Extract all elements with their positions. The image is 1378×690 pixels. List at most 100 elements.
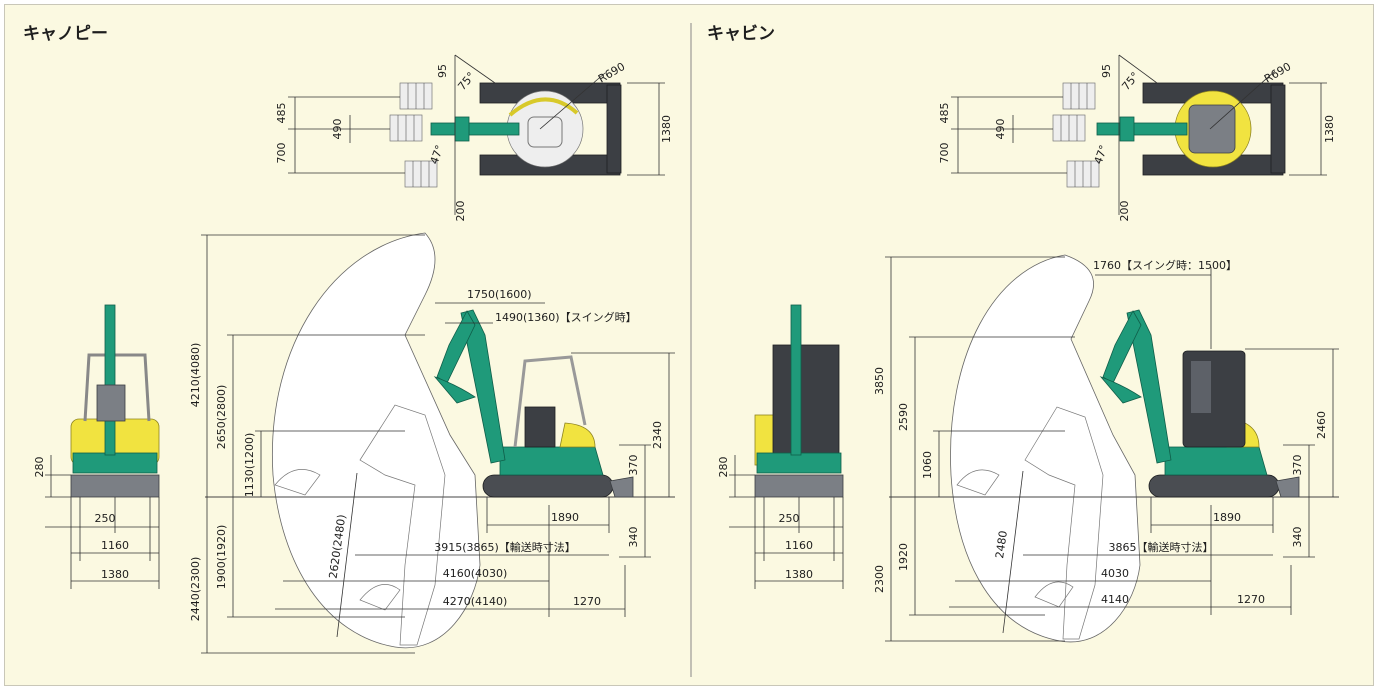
top-bucket-middle [389,114,423,142]
front-seat [96,384,126,422]
top-blade [1270,84,1286,174]
front-dim-280: 280 [717,457,730,478]
side-dim-1130: 1130(1200) [243,433,256,498]
top-angle-47: 47° [428,143,447,166]
side-dim-4030: 4030 [1101,567,1129,580]
front-dim-250: 250 [779,512,800,525]
top-bucket-lower [404,160,438,188]
top-cabin-roof [1188,104,1236,154]
top-dim-1380: 1380 [1323,115,1336,143]
side-dim-370: 370 [1291,455,1304,476]
top-boom-cylinder [454,116,470,142]
top-bucket-upper [1062,82,1096,110]
side-dim-1270: 1270 [1237,593,1265,606]
front-canopy-frame [83,353,151,422]
side-dim-1060: 1060 [921,451,934,479]
side-dim-1920: 1920 [897,543,910,571]
side-working-range [950,254,1141,643]
cabin-top-view: 95 485 490 700 200 1380 75° 47° R690 [938,54,1336,222]
side-canopy-frame [513,355,587,448]
top-dim-200: 200 [454,201,467,222]
side-body-green [499,446,604,476]
top-dim-95: 95 [436,64,449,78]
side-dim-340: 340 [1291,527,1304,548]
side-ghost-bucket-low [1034,581,1074,608]
top-radius: R690 [1262,60,1293,86]
side-dim-3915: 3915(3865)【輸送時寸法】 [434,540,576,554]
side-cabin-window [1191,361,1211,413]
front-body-green [72,452,158,474]
top-boom-cylinder [1119,116,1135,142]
side-ghost-bucket-left [274,469,321,496]
side-body-yellow [559,422,596,448]
top-boom [1096,122,1188,136]
top-seat [527,116,563,148]
side-dim-4160: 4160(4030) [443,567,508,580]
top-bucket-lower [1066,160,1100,188]
canopy-panel: キャノピー [23,24,675,654]
top-angle-75: 75° [1119,70,1141,93]
canopy-top-view: 95 485 490 700 200 1380 75° 47° R690 [275,54,673,222]
side-dim-4140: 4140 [1101,593,1129,606]
side-dim-1890: 1890 [1213,511,1241,524]
front-boom [104,304,116,456]
top-dim-1380: 1380 [660,115,673,143]
side-dim-340: 340 [627,527,640,548]
top-boom [430,122,520,136]
side-dim-3865: 3865【輸送時寸法】 [1109,540,1214,554]
top-dim-485: 485 [938,103,951,124]
top-bucket-middle [1052,114,1086,142]
side-dim-3850: 3850 [873,367,886,395]
dimension-sheet: キャノピー [4,4,1374,686]
canopy-title: キャノピー [23,24,108,44]
side-dim-4270: 4270(4140) [443,595,508,608]
cabin-side-view: 3850 2590 1060 1920 2300 2480 1760【スイング時… [873,254,1339,643]
side-track [482,474,614,498]
canopy-front-view: 280 250 1160 1380 [33,304,160,589]
side-dim-1890: 1890 [551,511,579,524]
top-blade [606,84,622,174]
side-blade [609,476,634,498]
front-dim-250: 250 [95,512,116,525]
front-dim-1160: 1160 [101,539,129,552]
side-ghost-boom [359,404,446,646]
canopy-side-view: 4210(4080) 2650(2800) 1130(1200) 1900(19… [189,232,675,654]
top-angle-47: 47° [1092,143,1111,166]
side-dim-2650: 2650(2800) [215,385,228,450]
top-dim-700: 700 [275,143,288,164]
front-tracks [754,474,844,498]
front-body-green [756,452,842,474]
side-body-green [1164,446,1268,476]
top-radius: R690 [596,60,627,86]
top-body-yellow-edge [508,97,579,117]
front-tracks [70,474,160,498]
side-dim-2440: 2440(2300) [189,557,202,622]
side-dim-1750: 1750(1600) [467,288,532,301]
dimension-diagram: キャノピー [23,23,1339,677]
top-dim-700: 700 [938,143,951,164]
side-dim-2300: 2300 [873,565,886,593]
side-dim-2460: 2460 [1315,411,1328,439]
cabin-front-view: 280 250 1160 1380 [717,304,844,589]
side-dim-1760: 1760【スイング時：1500】 [1093,258,1237,272]
side-dim-370: 370 [627,455,640,476]
cabin-title: キャビン [707,24,775,44]
top-dim-490: 490 [331,119,344,140]
side-operator-seat [524,406,556,448]
top-bucket-upper [399,82,433,110]
top-dim-95: 95 [1100,64,1113,78]
side-ghost-bucket-left [956,469,1000,496]
side-ghost-boom [1024,406,1104,640]
side-blade [1275,476,1300,498]
side-dim-2340: 2340 [651,421,664,449]
top-dim-485: 485 [275,103,288,124]
side-dim-4210: 4210(4080) [189,343,202,408]
side-track [1148,474,1280,498]
top-dim-490: 490 [994,119,1007,140]
side-dim-1490: 1490(1360)【スイング時】 [495,310,637,324]
side-bucket [433,376,476,404]
side-working-range [271,232,481,649]
front-dim-1380: 1380 [101,568,129,581]
side-dim-2480: 2480 [993,530,1010,560]
side-dim-1900: 1900(1920) [215,525,228,590]
